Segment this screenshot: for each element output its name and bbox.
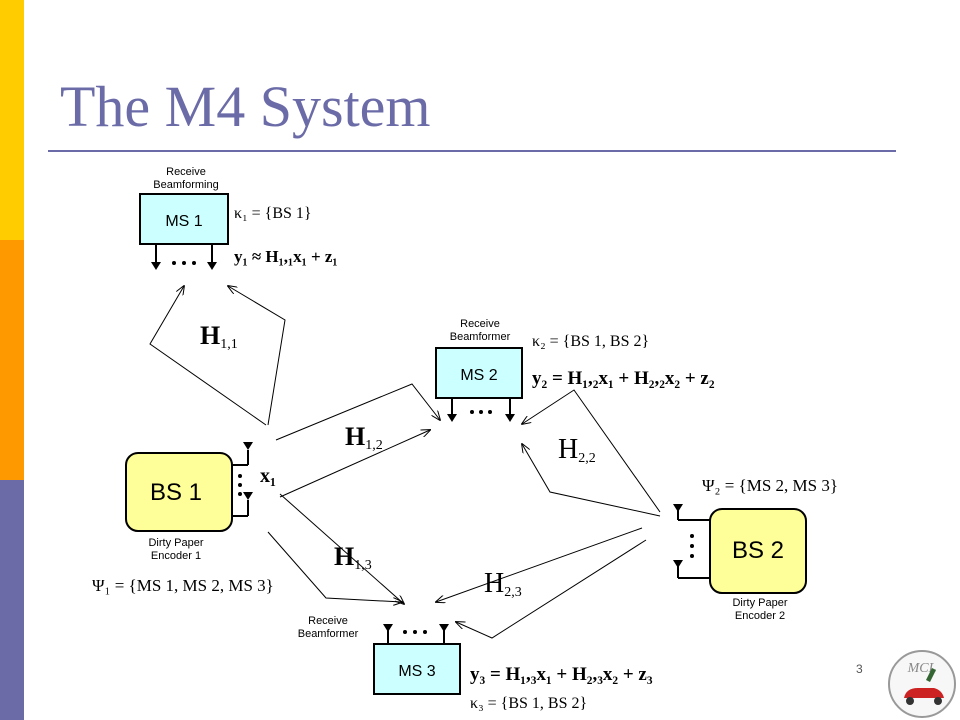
bs1-caption-line2: Encoder 1: [151, 550, 201, 562]
arrow-h23-in: [436, 527, 643, 602]
mcl-logo: MCL: [888, 650, 956, 718]
sidebar-stripe-yellow: [0, 0, 24, 240]
ms1-equation: y₁ ≈ H₁,₁x₁ + z₁: [234, 247, 338, 266]
bs2-caption-line1: Dirty Paper: [732, 597, 787, 609]
ms3-box: [373, 643, 461, 695]
ms2-caption-line1: Receive: [460, 318, 500, 330]
channel-label-h12: H1,2: [345, 422, 383, 453]
logo-phone: [926, 668, 936, 682]
ms3-node: Receive Beamformer MS 3 y₃ = H₁,₃x₁ + H₂…: [298, 615, 653, 712]
ms2-label: MS 2: [460, 367, 497, 384]
ms1-kappa: κ₁ = {BS 1}: [234, 205, 312, 222]
logo-car-body: [904, 688, 944, 698]
ms1-label: MS 1: [165, 213, 202, 230]
bs1-caption-line1: Dirty Paper: [148, 537, 203, 549]
title-divider: [48, 150, 896, 152]
bs1-node: BS 1 Dirty Paper Encoder 1 x₁ Ψ₁ = {MS 1…: [92, 442, 276, 595]
bs1-psi: Ψ₁ = {MS 1, MS 2, MS 3}: [92, 576, 274, 595]
ms2-antennas: [447, 398, 515, 422]
arrow-h11-out: [228, 286, 286, 426]
ms1-caption-line1: Receive: [166, 166, 206, 178]
arrow-h22-in: [522, 444, 661, 517]
arrow-h13-in: [279, 493, 404, 604]
channel-label-h22: H2,2: [558, 434, 596, 466]
ms3-antennas: [383, 624, 449, 644]
arrow-h12-in: [275, 383, 440, 441]
bs2-box: [709, 508, 807, 594]
arrow-h11-in: [149, 286, 267, 426]
page-number: 3: [856, 662, 863, 676]
bs1-antennas: [232, 442, 253, 517]
ms2-kappa: κ₂ = {BS 1, BS 2}: [532, 333, 649, 350]
bs1-signal: x₁: [260, 465, 276, 487]
ms1-antennas: [151, 244, 217, 270]
bs1-box: [125, 452, 233, 532]
ms1-caption-line2: Beamforming: [153, 179, 218, 191]
logo-text: MCL: [907, 661, 937, 676]
ms2-node: Receive Beamformer MS 2 κ₂ = {BS 1, BS 2…: [435, 318, 715, 422]
bs2-antennas: [673, 504, 710, 579]
sidebar-stripe-orange: [0, 240, 24, 480]
ms2-caption-line2: Beamformer: [450, 331, 511, 343]
arrow-h22-out: [522, 389, 661, 513]
bs2-psi: Ψ₂ = {MS 2, MS 3}: [702, 476, 838, 495]
channel-arrows: [149, 286, 661, 639]
ms2-equation: y₂ = H₁,₂x₁ + H₂,₂x₂ + z₂: [532, 368, 715, 389]
ms3-kappa: κ₃ = {BS 1, BS 2}: [470, 695, 587, 712]
bs1-label: BS 1: [150, 479, 202, 506]
ms2-box: [435, 347, 523, 399]
ms3-caption-line1: Receive: [308, 615, 348, 627]
sidebar-stripe-purple: [0, 480, 24, 720]
channel-label-h13: H1,3: [334, 542, 372, 573]
ms3-caption-line2: Beamformer: [298, 628, 359, 640]
channel-labels: H1,1 H1,2 H1,3 H2,2 H2,3: [200, 321, 596, 600]
ms3-label: MS 3: [398, 663, 435, 680]
arrow-h23-out: [456, 539, 647, 639]
bs2-caption-line2: Encoder 2: [735, 610, 785, 622]
bs2-node: BS 2 Dirty Paper Encoder 2 Ψ₂ = {MS 2, M…: [673, 476, 838, 622]
arrow-h12-out: [279, 430, 430, 498]
bs2-label: BS 2: [732, 537, 784, 564]
ms1-box: [139, 193, 229, 245]
sidebar-stripe: [0, 0, 24, 720]
ms1-node: Receive Beamforming MS 1 κ₁ = {BS 1} y₁ …: [139, 166, 338, 270]
channel-label-h11: H1,1: [200, 321, 238, 352]
ms3-equation: y₃ = H₁,₃x₁ + H₂,₃x₂ + z₃: [470, 664, 653, 685]
arrow-h13-out: [267, 531, 402, 602]
slide-title: The M4 System: [60, 74, 431, 139]
